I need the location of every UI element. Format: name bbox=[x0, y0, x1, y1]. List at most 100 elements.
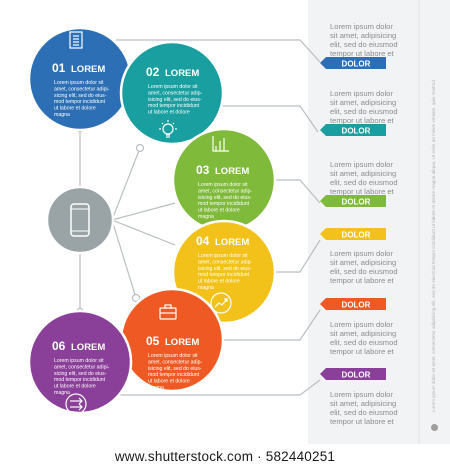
step-text-line: magna bbox=[54, 390, 70, 396]
junction-dot bbox=[135, 143, 145, 153]
tag-label: DOLOR bbox=[342, 127, 371, 136]
step-text-line: mod tempor incididunt bbox=[54, 377, 106, 383]
tag-label: DOLOR bbox=[342, 301, 371, 310]
callout-line bbox=[116, 39, 321, 63]
step-text-line: sicing elit, sed do eius- bbox=[54, 371, 107, 377]
description-line: sit amet, adipisicing bbox=[330, 169, 396, 178]
step-text-line: mod tempor incididunt bbox=[198, 201, 250, 207]
description-line: sit amet, adipisicing bbox=[330, 399, 396, 408]
bulb-ray bbox=[161, 122, 164, 125]
document-outline bbox=[69, 31, 83, 49]
description-line: sit amet, adipisicing bbox=[330, 98, 396, 107]
hub-link-line bbox=[111, 219, 176, 246]
trend-arrowhead bbox=[224, 298, 228, 302]
hub-link-line bbox=[111, 202, 176, 221]
step-text-line: Lorem ipsum dolor sit bbox=[148, 84, 198, 90]
lightbulb-icon bbox=[159, 120, 177, 138]
callout-line bbox=[271, 179, 321, 204]
step-text-line: mod tempor incididunt bbox=[148, 372, 200, 378]
step-text-line: ut labore et dolore bbox=[54, 106, 96, 112]
step-number: 05 bbox=[146, 334, 160, 348]
step-title: LOREM bbox=[71, 342, 105, 353]
dolor-tag: DOLOR bbox=[320, 195, 386, 207]
callout-line bbox=[216, 309, 321, 341]
step-text-line: amet, consectetur adip- bbox=[148, 359, 202, 365]
tag-notch bbox=[320, 57, 326, 69]
tag-background bbox=[326, 298, 386, 310]
shuffle-arrows-icon bbox=[65, 393, 87, 415]
shuffle-ring bbox=[65, 393, 87, 415]
description-line: Lorem ipsum dolor bbox=[330, 320, 393, 329]
step-title: LOREM bbox=[215, 166, 249, 177]
trend-line bbox=[214, 298, 228, 308]
description-line: elit, sed do eiusmod bbox=[330, 178, 398, 187]
bulb-ray bbox=[172, 122, 175, 125]
junction-dot bbox=[131, 293, 141, 303]
bulb bbox=[162, 123, 174, 135]
tag-background bbox=[326, 228, 386, 240]
step-title: LOREM bbox=[165, 337, 199, 348]
case-handle bbox=[164, 304, 172, 309]
description-line: tempor ut labore et bbox=[330, 347, 395, 356]
step-text-line: ut labore et dolore bbox=[148, 379, 190, 385]
step-text-line: amet, consectetur adipi- bbox=[54, 364, 110, 370]
step-number: 01 bbox=[52, 61, 66, 75]
step-text-line: magna bbox=[198, 285, 214, 291]
arrowhead bbox=[78, 403, 83, 411]
trend-ring bbox=[210, 292, 232, 314]
sidebar-dot bbox=[431, 424, 438, 431]
step-text-line: amet, consectetur adipi- bbox=[54, 86, 110, 92]
dolor-tag: DOLOR bbox=[320, 57, 386, 69]
step-text-line: magna bbox=[148, 385, 164, 391]
dolor-tag: DOLOR bbox=[320, 228, 386, 240]
description-line: tempor ut labore et bbox=[330, 417, 395, 426]
step-text-line: magna bbox=[198, 214, 214, 220]
step-circle bbox=[27, 26, 133, 132]
tag-label: DOLOR bbox=[342, 60, 371, 69]
hub-link-line bbox=[111, 147, 141, 221]
callout-line bbox=[271, 239, 321, 273]
description-line: sit amet, adipisicing bbox=[330, 258, 396, 267]
document-icon bbox=[69, 31, 83, 49]
trend-arrow-icon bbox=[210, 292, 232, 314]
step-title: LOREM bbox=[71, 64, 105, 75]
step-title: LOREM bbox=[165, 68, 199, 79]
step-text-line: mod tempor incididunt bbox=[198, 272, 250, 278]
description-line: elit, sed do eiusmod bbox=[330, 338, 398, 347]
description-line: tempor ut labore et bbox=[330, 116, 395, 125]
step-text-line: ut labore et dolore bbox=[148, 110, 190, 116]
step-text-line: Lorem ipsum dolor sit bbox=[198, 253, 248, 259]
step-text-line: ut labore et dolore bbox=[198, 279, 240, 285]
description-line: elit, sed do eiusmod bbox=[330, 40, 398, 49]
tag-background bbox=[326, 57, 386, 69]
phone-body bbox=[70, 203, 90, 237]
step-title: LOREM bbox=[215, 237, 249, 248]
step-text-line: mod tempor incididunt bbox=[148, 103, 200, 109]
step-text-line: isicing elit, sed do eius- bbox=[148, 366, 202, 372]
step-text-line: isicing elit, sed do eius- bbox=[198, 266, 252, 272]
step-text-line: Lorem ipsum dolor sit bbox=[148, 353, 198, 359]
tag-notch bbox=[320, 298, 326, 310]
step-text-line: amet, consectetur adip- bbox=[198, 259, 252, 265]
tag-label: DOLOR bbox=[342, 198, 371, 207]
tag-notch bbox=[320, 228, 326, 240]
tag-background bbox=[326, 195, 386, 207]
callout-line bbox=[215, 105, 319, 133]
bar-chart-icon bbox=[212, 136, 229, 152]
description-line: tempor ut labore et bbox=[330, 276, 395, 285]
step-text-line: sicing elit, sed do eius- bbox=[54, 93, 107, 99]
center-hub bbox=[45, 185, 115, 255]
description-line: tempor ut labore et bbox=[330, 49, 395, 58]
